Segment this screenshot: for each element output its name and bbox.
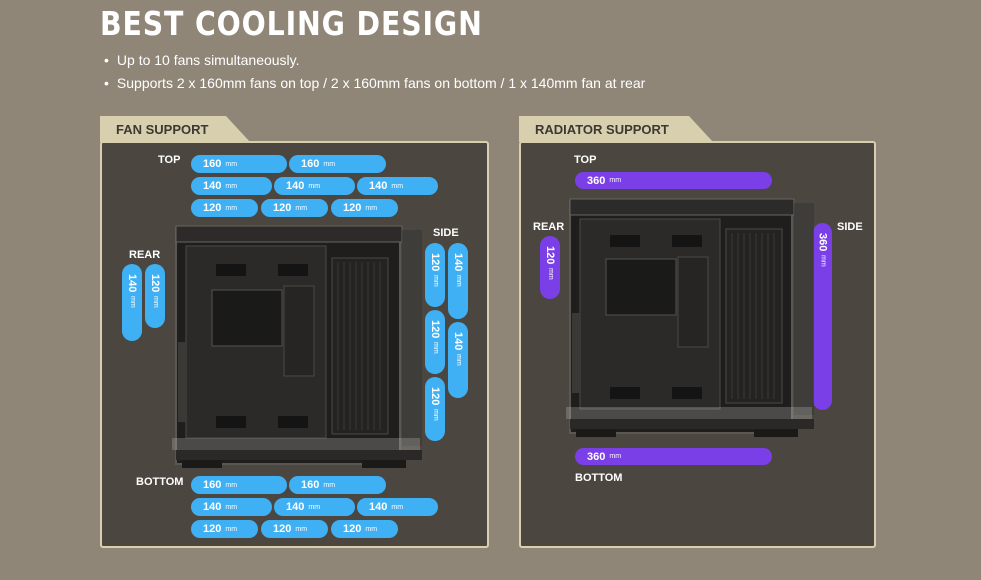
fan-side-pill: 120mm: [425, 243, 445, 307]
fan-side-pill: 140mm: [448, 243, 468, 319]
fan-top-label: TOP: [158, 154, 181, 166]
fan-side-label: SIDE: [433, 227, 459, 239]
fan-side-pill: 120mm: [425, 310, 445, 374]
fan-rear-label: REAR: [129, 249, 161, 261]
pc-case-image: [566, 198, 814, 437]
radiator-rear-label: REAR: [533, 221, 565, 233]
fan-support-tab: FAN SUPPORT: [100, 116, 250, 142]
pc-case-image: [172, 225, 422, 468]
feature-item: Supports 2 x 160mm fans on top / 2 x 160…: [104, 75, 645, 98]
feature-item: Up to 10 fans simultaneously.: [104, 52, 645, 75]
radiator-side-label: SIDE: [837, 221, 863, 233]
fan-bottom-label: BOTTOM: [136, 476, 184, 488]
radiator-top-label: TOP: [574, 154, 597, 166]
fan-rear-pill: 140mm: [122, 264, 142, 341]
feature-list: Up to 10 fans simultaneously. Supports 2…: [104, 52, 645, 98]
radiator-rear-pill: 120mm: [540, 236, 560, 299]
radiator-side-pill: 360mm: [813, 223, 832, 410]
fan-side-pill: 120mm: [425, 377, 445, 441]
fan-rear-pill: 120mm: [145, 264, 165, 328]
page-title: BEST COOLING DESIGN: [100, 4, 483, 43]
radiator-bottom-label: BOTTOM: [575, 472, 623, 484]
radiator-support-tab: RADIATOR SUPPORT: [519, 116, 713, 142]
fan-side-pill: 140mm: [448, 322, 468, 398]
